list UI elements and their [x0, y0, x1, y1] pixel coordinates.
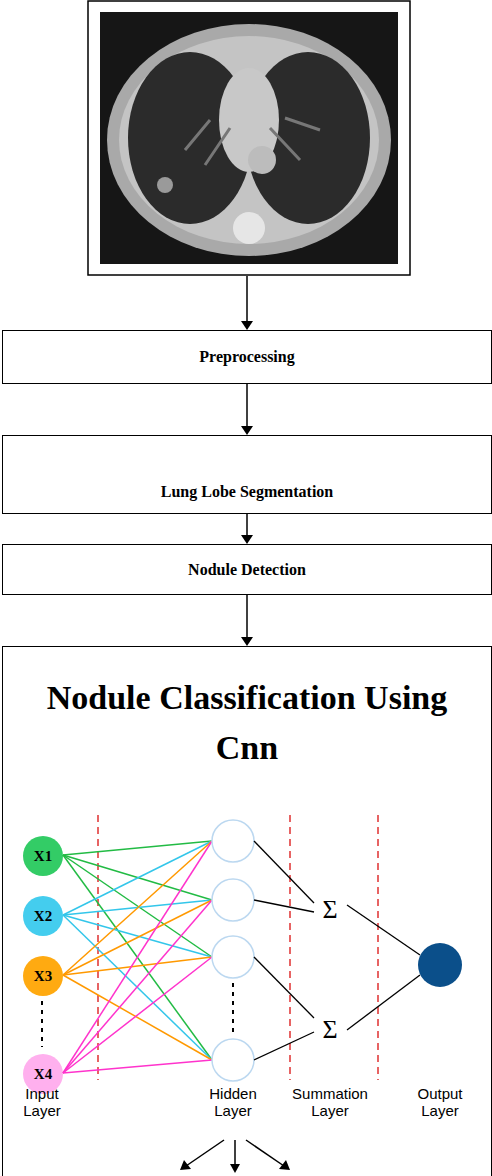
process-box: Preprocessing [2, 330, 492, 384]
box-title: Nodule Classification Using Cnn [12, 673, 482, 773]
flow-arrow [241, 595, 253, 646]
output-arrows [180, 1140, 290, 1173]
neuron-label: X4 [34, 1066, 52, 1083]
neuron-label: X1 [34, 848, 52, 865]
flow-arrow [241, 514, 253, 544]
layer-label: Output Layer [409, 1085, 471, 1119]
summation-links [254, 841, 420, 1060]
image-frame [88, 1, 410, 275]
sum-symbol: Σ [310, 895, 350, 925]
process-box: Nodule Detection [2, 544, 492, 595]
box-label: Lung Lobe Segmentation [161, 483, 333, 501]
box-label: Nodule Detection [188, 561, 306, 579]
flow-arrow [241, 384, 253, 435]
layer-divider [98, 815, 378, 1080]
layer-label: Input Layer [11, 1085, 73, 1119]
neuron-label: X3 [34, 968, 52, 985]
weight-links [63, 841, 212, 1073]
hidden-neurons [212, 820, 254, 1081]
ellipsis-dots [42, 983, 233, 1047]
input-neuron: X1 [22, 835, 64, 877]
input-neuron: X3 [22, 955, 64, 997]
box-label: Preprocessing [199, 348, 294, 366]
layer-label: Summation Layer [288, 1085, 372, 1119]
neuron-label: X2 [34, 908, 52, 925]
layer-label: Hidden Layer [202, 1085, 264, 1119]
ct-scan [100, 12, 398, 264]
input-neuron: X2 [22, 895, 64, 937]
sum-symbol: Σ [310, 1015, 350, 1045]
process-box: Lung Lobe Segmentation [2, 435, 492, 514]
output-neuron [418, 943, 462, 987]
